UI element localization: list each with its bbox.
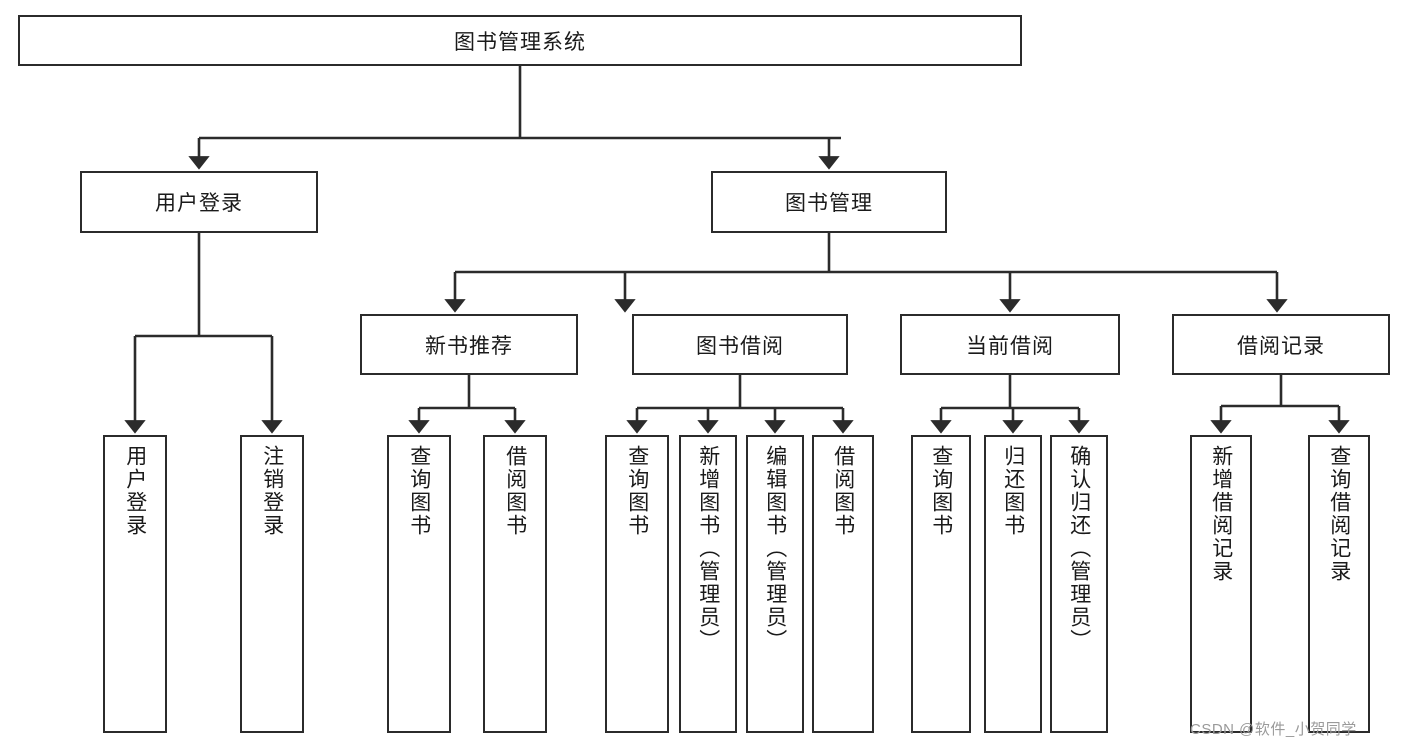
node-leaf-user-logout-label: 注销登录 <box>260 445 284 537</box>
node-leaf-add-borrow-record[interactable]: 新增借阅记录 <box>1190 435 1252 733</box>
node-leaf-borrow-book[interactable]: 借阅图书 <box>812 435 874 733</box>
node-leaf-return-book[interactable]: 归还图书 <box>984 435 1042 733</box>
node-user-login-label: 用户登录 <box>155 192 243 215</box>
node-root-label: 图书管理系统 <box>454 30 586 54</box>
node-leaf-add-borrow-record-label: 新增借阅记录 <box>1209 445 1233 583</box>
node-leaf-return-book-label: 归还图书 <box>1001 445 1025 537</box>
node-leaf-borrow-book-recommend-label: 借阅图书 <box>503 445 527 537</box>
node-book-borrow[interactable]: 图书借阅 <box>632 314 848 375</box>
node-leaf-borrow-book-label: 借阅图书 <box>831 445 855 537</box>
node-leaf-query-book-recommend-label: 查询图书 <box>407 445 431 537</box>
node-leaf-user-login[interactable]: 用户登录 <box>103 435 167 733</box>
node-leaf-confirm-return-admin-label: 确认归还（管理员） <box>1067 445 1091 652</box>
node-user-login[interactable]: 用户登录 <box>80 171 318 233</box>
node-current-borrow-label: 当前借阅 <box>966 334 1054 358</box>
node-book-borrow-label: 图书借阅 <box>696 334 784 358</box>
node-leaf-query-book-current-label: 查询图书 <box>929 445 953 537</box>
node-leaf-edit-book-admin-label: 编辑图书（管理员） <box>763 445 787 652</box>
node-book-manage-label: 图书管理 <box>785 192 873 215</box>
node-root-system-title[interactable]: 图书管理系统 <box>18 15 1022 66</box>
node-leaf-query-book-borrow[interactable]: 查询图书 <box>605 435 669 733</box>
node-new-book-recommend-label: 新书推荐 <box>425 334 513 358</box>
node-leaf-query-book-borrow-label: 查询图书 <box>625 445 649 537</box>
node-current-borrow[interactable]: 当前借阅 <box>900 314 1120 375</box>
node-borrow-record[interactable]: 借阅记录 <box>1172 314 1390 375</box>
node-leaf-query-book-current[interactable]: 查询图书 <box>911 435 971 733</box>
csdn-watermark: CSDN @软件_小贺同学 <box>1190 721 1357 738</box>
node-leaf-query-borrow-record[interactable]: 查询借阅记录 <box>1308 435 1370 733</box>
node-leaf-user-login-label: 用户登录 <box>123 445 147 537</box>
node-leaf-borrow-book-recommend[interactable]: 借阅图书 <box>483 435 547 733</box>
node-leaf-add-book-admin-label: 新增图书（管理员） <box>696 445 720 652</box>
node-leaf-add-book-admin[interactable]: 新增图书（管理员） <box>679 435 737 733</box>
node-borrow-record-label: 借阅记录 <box>1237 334 1325 358</box>
node-new-book-recommend[interactable]: 新书推荐 <box>360 314 578 375</box>
node-leaf-confirm-return-admin[interactable]: 确认归还（管理员） <box>1050 435 1108 733</box>
node-leaf-query-borrow-record-label: 查询借阅记录 <box>1327 445 1351 583</box>
node-book-manage[interactable]: 图书管理 <box>711 171 947 233</box>
node-leaf-user-logout[interactable]: 注销登录 <box>240 435 304 733</box>
node-leaf-edit-book-admin[interactable]: 编辑图书（管理员） <box>746 435 804 733</box>
node-leaf-query-book-recommend[interactable]: 查询图书 <box>387 435 451 733</box>
